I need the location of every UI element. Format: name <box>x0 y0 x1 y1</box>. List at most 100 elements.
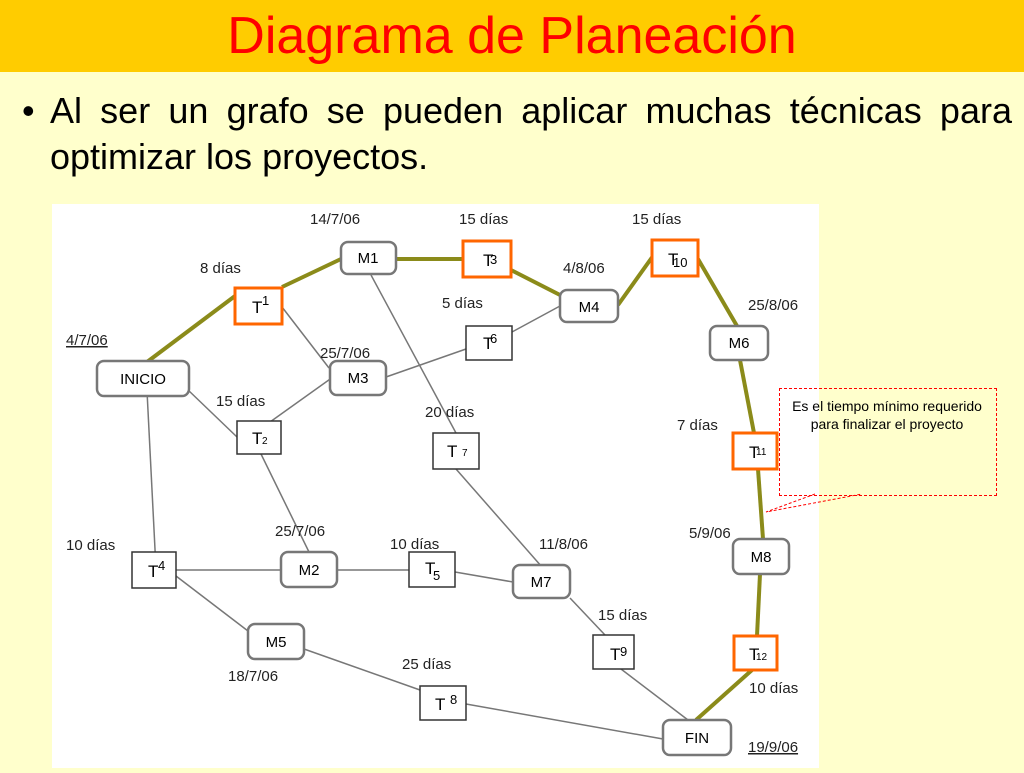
title-bar <box>0 0 1024 72</box>
date-m3: 25/7/06 <box>320 345 370 362</box>
milestone-m6: M6 <box>708 324 770 362</box>
duration-t5: 10 días <box>390 536 439 553</box>
milestone-m3-label: M3 <box>348 370 369 387</box>
date-m1: 14/7/06 <box>310 211 360 228</box>
milestone-fin-label: FIN <box>685 730 709 747</box>
task-t9: T 9 <box>592 634 635 670</box>
milestone-inicio-label: INICIO <box>120 371 166 388</box>
milestone-inicio: INICIO <box>95 359 191 398</box>
duration-t6: 5 días <box>442 295 483 312</box>
milestone-m6-label: M6 <box>729 335 750 352</box>
duration-t3: 15 días <box>459 211 508 228</box>
edge-m3-t6 <box>385 348 467 378</box>
edge-t4-m5 <box>175 575 249 632</box>
critical-edge-t1-m1 <box>281 257 342 289</box>
edge-t7-m7 <box>455 468 543 568</box>
diagram-graph: INICIO M1 M3 M4 M6 M2 <box>66 211 798 757</box>
planning-diagram: INICIO M1 M3 M4 M6 M2 <box>52 204 819 768</box>
date-m2: 25/7/06 <box>275 523 325 540</box>
edge-m1-t7 <box>370 274 457 434</box>
callout-box <box>779 388 997 496</box>
edge-m5-t8 <box>303 648 421 691</box>
task-t4: T 4 <box>131 551 177 589</box>
critical-edge-t11-m8 <box>756 468 765 540</box>
svg-text:T: T <box>425 559 435 578</box>
svg-text:5: 5 <box>433 568 440 583</box>
bullet-text: Al ser un grafo se pueden aplicar muchas… <box>50 90 1012 177</box>
milestone-m5-label: M5 <box>266 634 287 651</box>
critical-edge-t12-fin <box>694 668 754 722</box>
task-t1: T 1 <box>233 286 284 326</box>
svg-text:T: T <box>148 562 158 581</box>
svg-text:9: 9 <box>620 644 627 659</box>
critical-edge-t10-m6 <box>696 257 739 328</box>
date-inicio: 4/7/06 <box>66 332 108 349</box>
svg-text:T: T <box>483 334 493 353</box>
diagram-labels: 14/7/06 15 días 15 días 8 días 4/8/06 5 … <box>66 211 798 756</box>
critical-edge-inicio-t1 <box>145 294 237 364</box>
duration-t4: 10 días <box>66 537 115 554</box>
svg-text:2: 2 <box>262 436 268 447</box>
edge-m7-t9 <box>569 597 606 636</box>
task-t3: T 3 <box>461 239 513 279</box>
milestone-m7: M7 <box>511 563 572 600</box>
svg-text:8: 8 <box>450 692 457 707</box>
edge-t9-fin <box>620 668 689 721</box>
svg-text:10: 10 <box>673 255 687 270</box>
svg-text:4: 4 <box>158 558 165 573</box>
svg-text:T: T <box>749 645 759 664</box>
edge-t2-m2 <box>260 453 310 553</box>
edge-t2-m3 <box>262 376 334 428</box>
task-t11: T 11 <box>731 431 779 471</box>
task-t8: T 8 <box>419 685 467 721</box>
duration-t12: 10 días <box>749 680 798 697</box>
duration-t1: 8 días <box>200 260 241 277</box>
date-m5: 18/7/06 <box>228 668 278 685</box>
svg-text:7: 7 <box>462 448 468 459</box>
svg-text:T: T <box>668 250 678 269</box>
milestone-m8-label: M8 <box>751 549 772 566</box>
svg-text:T: T <box>610 645 620 664</box>
milestone-m2: M2 <box>279 550 339 589</box>
edge-inicio-t4 <box>146 390 157 570</box>
svg-text:T: T <box>749 443 759 462</box>
edge-inicio-t2 <box>186 388 238 438</box>
milestone-m1: M1 <box>339 240 398 276</box>
critical-edge-m4-t10 <box>616 254 655 307</box>
task-t5: T 5 <box>408 551 456 588</box>
duration-t10: 15 días <box>632 211 681 228</box>
duration-t2: 15 días <box>216 393 265 410</box>
date-fin: 19/9/06 <box>748 739 798 756</box>
date-m8: 5/9/06 <box>689 525 731 542</box>
milestone-fin: FIN <box>661 718 733 757</box>
svg-text:T: T <box>447 442 457 461</box>
task-t6: T 6 <box>465 325 513 361</box>
svg-text:3: 3 <box>490 252 497 267</box>
milestone-m7-label: M7 <box>531 574 552 591</box>
milestone-m1-label: M1 <box>358 250 379 267</box>
milestone-m3: M3 <box>328 359 388 397</box>
date-m7: 11/8/06 <box>539 536 588 553</box>
milestone-m4: M4 <box>558 288 620 324</box>
task-t10: T 10 <box>650 238 700 278</box>
critical-path-edges <box>145 254 765 722</box>
milestone-nodes: INICIO M1 M3 M4 M6 M2 <box>95 240 791 757</box>
svg-text:6: 6 <box>490 331 497 346</box>
svg-text:12: 12 <box>756 652 768 663</box>
task-t2: T 2 <box>236 420 282 455</box>
slide-title: Diagrama de Planeación <box>227 7 797 65</box>
date-m4: 4/8/06 <box>563 260 605 277</box>
critical-edge-m8-t12 <box>755 573 762 637</box>
task-t7: T 7 <box>432 432 480 470</box>
svg-text:T: T <box>435 695 445 714</box>
milestone-m5: M5 <box>246 622 306 661</box>
edge-t5-m7 <box>454 571 514 583</box>
svg-text:1: 1 <box>262 293 269 308</box>
critical-edge-t3-m4 <box>510 268 563 298</box>
bullet-paragraph: • Al ser un grafo se pueden aplicar much… <box>22 88 1012 180</box>
svg-text:T: T <box>252 429 262 448</box>
svg-text:11: 11 <box>756 447 767 458</box>
svg-text:T: T <box>483 251 493 270</box>
duration-t8: 25 días <box>402 656 451 673</box>
task-t12: T 12 <box>732 634 779 672</box>
